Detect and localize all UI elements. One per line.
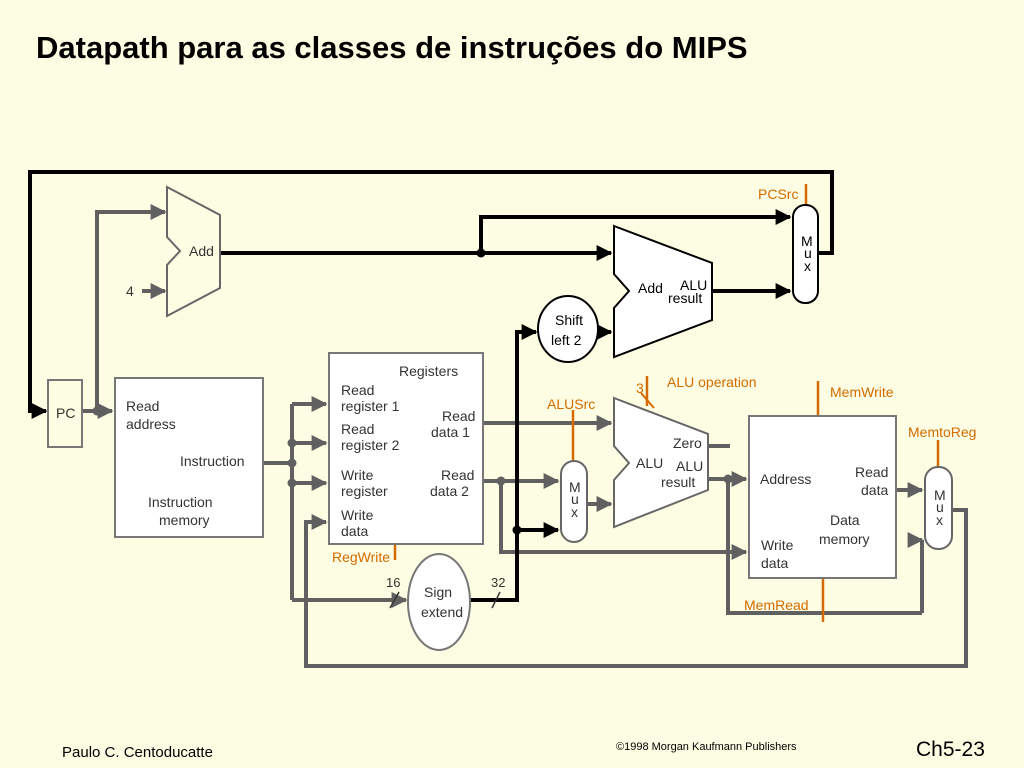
regs-write-data-b: data xyxy=(341,523,368,539)
dmem-write-data-a: Write xyxy=(761,537,794,553)
shift-label-1: Shift xyxy=(555,312,583,328)
regs-read-register-1-b: register 1 xyxy=(341,398,400,414)
pc-label: PC xyxy=(56,405,75,421)
control-memwrite: MemWrite xyxy=(830,384,894,400)
regs-title: Registers xyxy=(399,363,458,379)
regs-read-data-1-a: Read xyxy=(442,408,475,424)
imem-read: Read xyxy=(126,398,159,414)
shift-label-2: left 2 xyxy=(551,332,582,348)
alusrc-mux-u: u xyxy=(571,491,579,507)
dmem-read-data-b: data xyxy=(861,482,888,498)
control-alusrc: ALUSrc xyxy=(547,396,595,412)
footer-copyright: ©1998 Morgan Kaufmann Publishers xyxy=(616,741,797,753)
sign-extend: Sign extend xyxy=(407,553,471,651)
pc-register: PC xyxy=(47,379,83,448)
control-memread: MemRead xyxy=(744,597,809,613)
dmem-address: Address xyxy=(760,471,811,487)
sign-extend-label-2: extend xyxy=(421,604,463,620)
sign-in-bits: 16 xyxy=(386,575,400,590)
control-memtoreg: MemtoReg xyxy=(908,424,976,440)
constant-four: 4 xyxy=(126,283,134,299)
branch-adder-add: Add xyxy=(638,280,663,296)
memtoreg-mux-x: x xyxy=(936,512,943,528)
alu-zero: Zero xyxy=(673,435,702,451)
dmem-name-2: memory xyxy=(819,531,870,547)
gray-wires xyxy=(82,204,968,668)
sign-extend-label-1: Sign xyxy=(424,584,452,600)
alusrc-mux-x: x xyxy=(571,504,578,520)
memtoreg-mux: M u x xyxy=(924,466,953,550)
pcsrc-mux-m: M xyxy=(801,233,813,249)
regs-write-register-a: Write xyxy=(341,467,374,483)
imem-name-2: memory xyxy=(159,512,210,528)
memtoreg-mux-m: M xyxy=(934,487,946,503)
regs-read-data-2-b: data 2 xyxy=(430,483,469,499)
alu-label: ALU xyxy=(636,455,663,471)
branch-adder-result: result xyxy=(668,290,702,306)
dmem-read-data-a: Read xyxy=(855,464,888,480)
shift-left-2: Shift left 2 xyxy=(537,295,599,363)
pcsrc-mux: M u x xyxy=(792,204,819,304)
slide-title: Datapath para as classes de instruções d… xyxy=(36,30,748,65)
data-memory: Address Read data Write data Data memory xyxy=(748,415,897,579)
main-alu: ALU Zero ALU result xyxy=(613,396,709,529)
alu-result-b: result xyxy=(661,474,695,490)
imem-address: address xyxy=(126,416,176,432)
alusrc-mux-m: M xyxy=(569,479,581,495)
control-regwrite: RegWrite xyxy=(332,549,390,565)
dmem-name-1: Data xyxy=(830,512,860,528)
pc-adder: Add xyxy=(166,185,221,318)
dmem-write-data-b: data xyxy=(761,555,788,571)
pcsrc-mux-u: u xyxy=(804,245,812,261)
alusrc-mux: M u x xyxy=(560,460,588,543)
branch-adder-alu: ALU xyxy=(680,277,707,293)
regs-read-register-2-b: register 2 xyxy=(341,437,400,453)
register-file: Registers Read register 1 Read register … xyxy=(328,352,484,545)
branch-adder: Add ALU result xyxy=(613,224,713,359)
regs-read-register-2-a: Read xyxy=(341,421,374,437)
regs-read-data-2-a: Read xyxy=(441,467,474,483)
imem-instruction: Instruction xyxy=(180,453,245,469)
control-alu-op-bits: 3 xyxy=(636,380,644,396)
imem-name-1: Instruction xyxy=(148,494,213,510)
footer-author: Paulo C. Centoducatte xyxy=(62,744,213,761)
regs-read-data-1-b: data 1 xyxy=(431,424,470,440)
control-wires xyxy=(393,184,940,622)
sign-out-bits: 32 xyxy=(491,575,505,590)
regs-write-register-b: register xyxy=(341,483,388,499)
junction-dots-gray xyxy=(92,406,733,488)
memtoreg-mux-u: u xyxy=(936,499,944,515)
regs-read-register-1-a: Read xyxy=(341,382,374,398)
control-pcsrc: PCSrc xyxy=(758,186,798,202)
pc-adder-label: Add xyxy=(189,243,214,259)
footer-page-number: Ch5-23 xyxy=(916,738,985,761)
pcsrc-mux-x: x xyxy=(804,258,811,274)
alu-result-a: ALU xyxy=(676,458,703,474)
junction-dots xyxy=(476,248,522,535)
black-wires xyxy=(28,170,834,602)
instruction-memory: Read address Instruction Instruction mem… xyxy=(114,377,264,538)
control-alu-operation: ALU operation xyxy=(667,374,757,390)
regs-write-data-a: Write xyxy=(341,507,374,523)
